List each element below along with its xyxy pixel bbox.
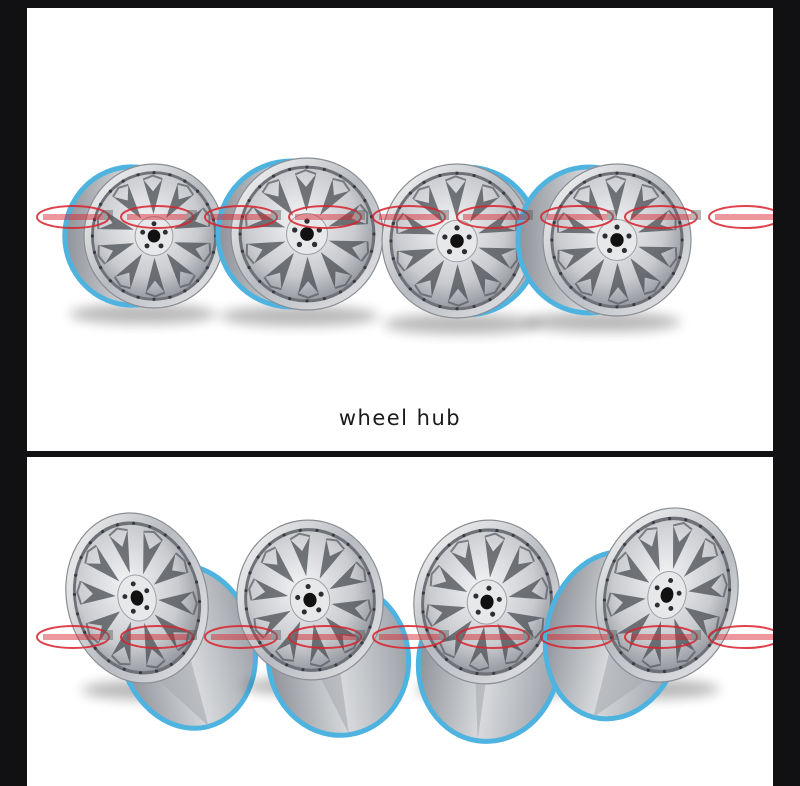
wheel-image-2: [215, 157, 384, 326]
wheel-image-5: [65, 512, 259, 731]
brand-watermark-icon: [624, 625, 701, 649]
brand-watermark-icon: [120, 205, 197, 229]
brand-watermark-icon: [36, 205, 113, 229]
brand-watermark-icon: [36, 625, 113, 649]
brand-watermark-icon: [540, 205, 617, 229]
top-photo-panel: wheel hub: [27, 8, 773, 451]
brand-watermark-icon: [372, 205, 449, 229]
brand-watermark-icon: [624, 205, 701, 229]
brand-watermark-icon: [120, 625, 197, 649]
watermark-row-top: [36, 205, 773, 229]
caption-text: wheel hub: [338, 406, 462, 430]
wheel-image-8: [542, 507, 739, 722]
brand-watermark-icon: [288, 625, 365, 649]
wheels-front-view-image: [36, 157, 773, 334]
brand-watermark-icon: [708, 205, 773, 229]
wheel-image-4: [515, 163, 692, 332]
brand-watermark-icon: [540, 625, 617, 649]
brand-watermark-icon: [372, 625, 449, 649]
wheels-angled-view-image: [36, 507, 773, 744]
watermark-row-bottom: [36, 625, 773, 649]
brand-watermark-icon: [708, 625, 773, 649]
bottom-photo-panel: [27, 457, 773, 786]
brand-watermark-icon: [456, 205, 533, 229]
wheel-image-1: [62, 163, 225, 324]
brand-watermark-icon: [288, 205, 365, 229]
brand-watermark-icon: [204, 625, 281, 649]
brand-watermark-icon: [204, 205, 281, 229]
brand-watermark-icon: [456, 625, 533, 649]
